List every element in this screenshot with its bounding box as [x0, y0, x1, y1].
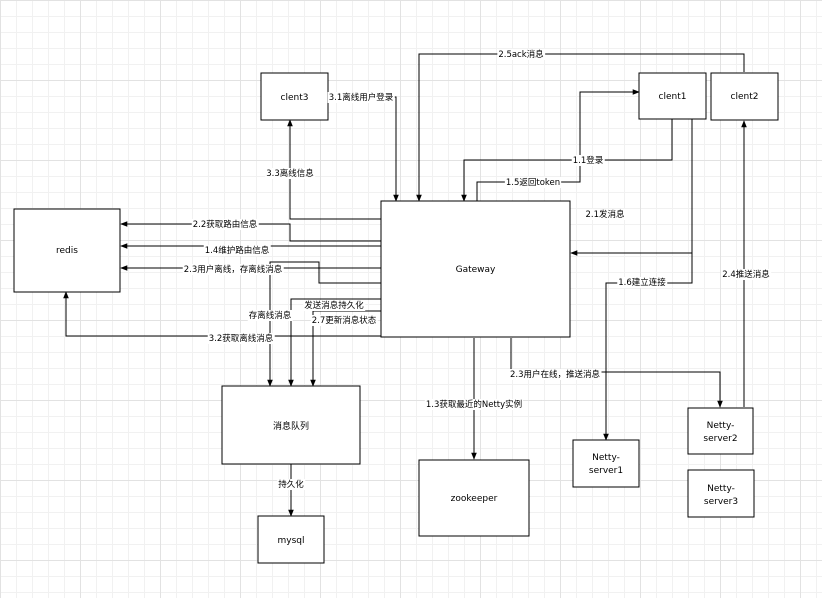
edge-labels: 2.5ack消息 3.1离线用户登录 3.3离线信息 1.1登录 1.5返回to…: [182, 49, 772, 490]
node-clent2: clent2: [710, 72, 779, 121]
label-background: [191, 219, 259, 230]
label-background: [247, 310, 293, 321]
label-background: [327, 92, 395, 103]
node-netty3-line2: server3: [704, 497, 738, 507]
label-background: [203, 245, 271, 256]
node-netty2-line2: server2: [703, 434, 737, 444]
node-netty3-line1: Netty-: [707, 484, 735, 494]
label-connect: 1.6建立连接: [618, 277, 666, 288]
label-offline-store: 2.3用户离线，存离线消息: [184, 264, 283, 275]
node-mysql-label: mysql: [278, 536, 305, 546]
node-mq-label: 消息队列: [273, 420, 309, 432]
edge-ack: [416, 53, 745, 202]
label-background: [721, 269, 772, 280]
node-redis: redis: [13, 208, 121, 293]
label-background: [277, 479, 306, 490]
edge-persist-send: [288, 298, 381, 387]
label-background: [508, 369, 602, 380]
label-offline-info: 3.3离线信息: [266, 168, 314, 179]
node-netty2-line1: Netty-: [707, 421, 735, 431]
edge-offline-store-mq: [267, 261, 381, 387]
edge-get-offline: [63, 291, 381, 337]
label-maintain-route: 1.4维护路由信息: [205, 245, 270, 256]
label-background: [303, 300, 366, 311]
label-background: [182, 264, 284, 275]
label-offline-login: 3.1离线用户登录: [329, 92, 394, 103]
node-netty1-line1: Netty-: [592, 453, 620, 463]
node-mysql: mysql: [257, 515, 325, 564]
node-redis-label: redis: [56, 246, 78, 256]
node-gateway-label: Gateway: [456, 265, 496, 275]
edge-offline-info: [287, 119, 381, 220]
label-background: [207, 333, 275, 344]
label-online-push: 2.3用户在线，推送消息: [510, 369, 601, 380]
label-background: [504, 177, 562, 188]
edge-login: [461, 119, 673, 202]
label-get-offline: 3.2获取离线消息: [209, 333, 274, 344]
edge-return-token: [476, 89, 640, 201]
label-send-msg: 2.1发消息: [585, 209, 625, 220]
label-background: [310, 315, 378, 326]
edge-offline-login: [328, 96, 399, 202]
node-clent2-label: clent2: [731, 92, 759, 102]
label-login: 1.1登录: [573, 155, 604, 166]
label-get-route: 2.2获取路由信息: [193, 219, 258, 230]
label-push: 2.4推送消息: [722, 269, 770, 280]
label-background: [584, 209, 627, 220]
node-clent3: clent3: [260, 72, 329, 121]
node-netty1: Netty- server1: [572, 439, 640, 488]
label-store-offline: 存离线消息: [249, 310, 292, 321]
node-netty3: Netty- server3: [687, 469, 755, 518]
label-background: [617, 277, 668, 288]
label-persist-send: 发送消息持久化: [304, 300, 364, 311]
node-clent1: clent1: [638, 72, 707, 120]
label-nearest-netty: 1.3获取最近的Netty实例: [426, 399, 522, 410]
label-background: [571, 155, 605, 166]
node-clent3-label: clent3: [281, 93, 309, 103]
label-ack: 2.5ack消息: [498, 49, 544, 60]
label-return-token: 1.5返回token: [506, 177, 560, 188]
label-background: [497, 49, 546, 60]
edge-online-push: [510, 338, 723, 408]
label-background: [424, 399, 524, 410]
node-clent1-label: clent1: [659, 92, 687, 102]
node-mq: 消息队列: [221, 385, 361, 465]
node-netty2: Netty- server2: [687, 407, 754, 455]
node-gateway: Gateway: [380, 200, 571, 338]
node-zookeeper-label: zookeeper: [451, 494, 498, 504]
node-zookeeper: zookeeper: [418, 459, 530, 537]
label-update-status: 2.7更新消息状态: [312, 315, 377, 326]
edge-send-msg: [570, 119, 693, 256]
label-background: [265, 168, 316, 179]
label-persist: 持久化: [278, 479, 304, 490]
node-netty1-line2: server1: [589, 466, 623, 476]
